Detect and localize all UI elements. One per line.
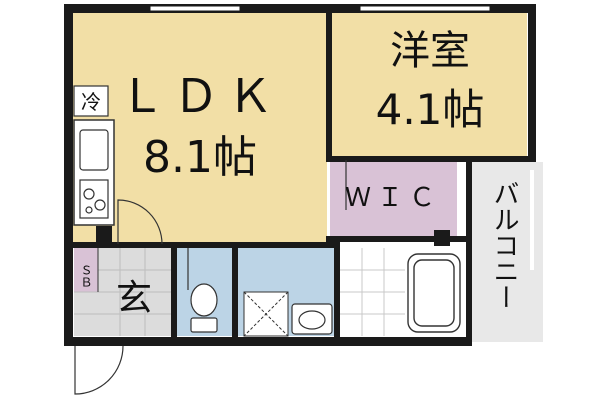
wic-label: ＷＩＣ bbox=[345, 183, 441, 213]
fridge-space: 冷 bbox=[73, 85, 109, 117]
western-room-size: 4.1帖 bbox=[376, 85, 485, 134]
door-swings bbox=[74, 160, 347, 395]
pipe-shaft-right bbox=[434, 230, 450, 246]
pipe-shaft-left bbox=[96, 226, 112, 242]
shoebox-floor bbox=[74, 248, 98, 292]
entrance-label: 玄 bbox=[116, 278, 152, 319]
walls bbox=[64, 4, 536, 346]
kitchen-counter bbox=[73, 119, 115, 226]
stove-icon bbox=[79, 179, 109, 219]
ldk-size: 8.1帖 bbox=[143, 132, 257, 183]
sink-icon bbox=[79, 129, 109, 171]
ldk-name: ＬＤＫ bbox=[119, 69, 281, 123]
bath-tiles bbox=[340, 248, 405, 336]
western-room-floor bbox=[330, 12, 527, 158]
windows bbox=[149, 5, 534, 270]
bathtub-icon bbox=[407, 253, 461, 333]
balcony-label: バルコニー bbox=[489, 180, 519, 310]
wic-floor bbox=[330, 162, 457, 236]
entrance-tiles bbox=[74, 248, 171, 336]
washbasin-icon bbox=[291, 303, 333, 335]
shoebox-label: ＳＢ bbox=[79, 264, 93, 288]
western-room-name: 洋室 bbox=[390, 28, 470, 74]
toilet-icon bbox=[190, 283, 218, 333]
washing-machine-pan-icon bbox=[243, 291, 289, 337]
fridge-label: 冷 bbox=[81, 90, 101, 114]
